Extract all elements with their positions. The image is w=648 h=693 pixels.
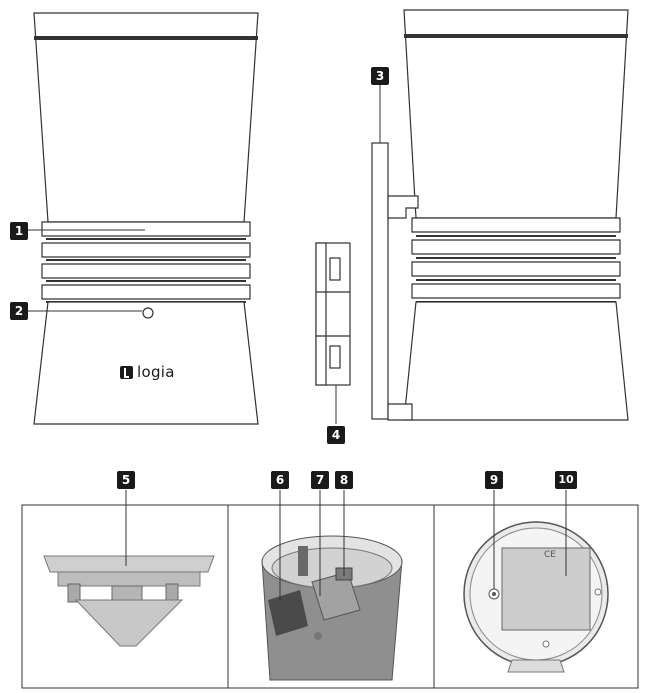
callout-1-badge: 1 bbox=[10, 222, 28, 240]
callout-7-badge: 7 bbox=[311, 471, 329, 489]
side-top-body bbox=[403, 9, 629, 219]
front-base bbox=[33, 301, 259, 425]
callout-10-badge: 10 bbox=[555, 471, 577, 489]
louver-plate bbox=[41, 263, 251, 279]
callout-6-badge: 6 bbox=[271, 471, 289, 489]
callout-4-badge: 4 bbox=[327, 426, 345, 444]
callout-2-badge: 2 bbox=[10, 302, 28, 320]
louver-plate bbox=[41, 242, 251, 258]
mounting-pole bbox=[371, 142, 389, 420]
sensor-opening bbox=[142, 307, 154, 319]
front-top-body bbox=[33, 12, 259, 223]
louver-plate bbox=[41, 284, 251, 300]
logo-text: logia bbox=[137, 363, 175, 381]
callout-8-badge: 8 bbox=[335, 471, 353, 489]
cone-shield-illustration bbox=[43, 490, 215, 647]
battery-cover-illustration bbox=[463, 490, 609, 673]
mounting-bracket bbox=[315, 242, 351, 424]
logo-icon bbox=[120, 365, 133, 379]
callout-3-badge: 3 bbox=[371, 67, 389, 85]
bottom-panels bbox=[21, 504, 639, 689]
front-view bbox=[28, 12, 259, 425]
callout-9-badge: 9 bbox=[485, 471, 503, 489]
callout-5-badge: 5 bbox=[117, 471, 135, 489]
side-view bbox=[371, 9, 629, 421]
brand-logo: logia bbox=[120, 363, 175, 381]
sensor-housing-illustration bbox=[261, 490, 403, 681]
louver-plate bbox=[41, 221, 251, 237]
ce-mark: CE bbox=[544, 550, 556, 560]
